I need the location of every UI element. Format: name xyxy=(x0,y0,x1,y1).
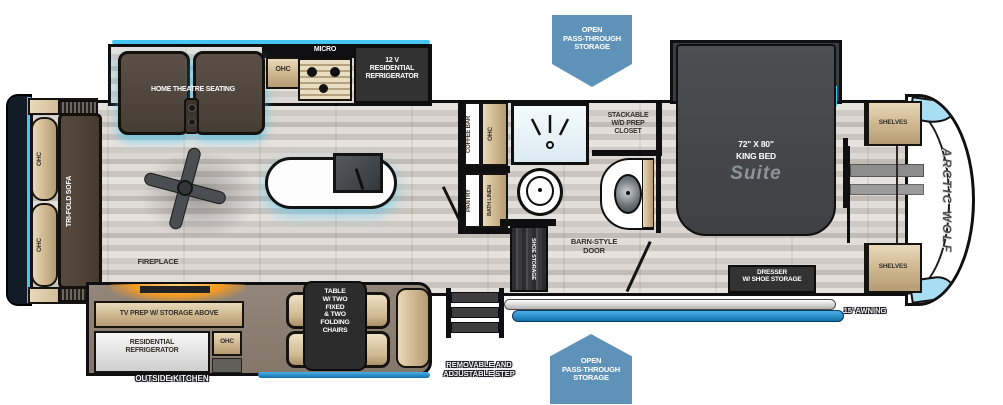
galley-wall-bottom xyxy=(458,228,510,234)
kitchen-ohc-label: OHC xyxy=(275,66,291,73)
counter-end xyxy=(396,288,430,368)
ceiling-fan-icon xyxy=(140,143,230,233)
sofa-ohc-top xyxy=(31,117,58,201)
shelves-top xyxy=(864,101,922,146)
awning-roll xyxy=(512,310,844,322)
micro-label: MICRO xyxy=(313,46,337,53)
stackable-wd-label: STACKABLE W/D PREP CLOSET xyxy=(607,112,649,136)
faucet-icon xyxy=(354,168,365,190)
tv-prep-cabinet xyxy=(94,301,244,328)
outside-kitchen-box xyxy=(212,358,242,373)
cupholder-icon xyxy=(188,118,196,126)
entry-steps xyxy=(446,288,504,338)
rear-accent-stripe xyxy=(27,97,31,303)
bed-closet-wall xyxy=(843,138,848,208)
coffee-bar xyxy=(464,102,481,166)
coffee-bar-label: COFFEE BAR xyxy=(466,115,472,153)
vanity-sink-icon xyxy=(614,174,642,214)
barn-door-label: BARN-STYLE DOOR xyxy=(570,237,618,255)
outside-ohc-label: OHC xyxy=(220,338,234,345)
toilet xyxy=(517,168,563,216)
dinette-table xyxy=(303,281,367,371)
bath-linen xyxy=(481,173,508,228)
theatre-seat-left xyxy=(118,51,190,135)
cupholder-icon xyxy=(188,104,196,112)
awning-label: 15' AWNING xyxy=(843,306,887,315)
outside-kitchen-label: OUTSIDE KITCHEN xyxy=(135,374,209,383)
slide-topper xyxy=(258,372,430,378)
burner-icon xyxy=(319,84,328,93)
theatre-console xyxy=(184,98,199,134)
burner-icon xyxy=(307,67,317,77)
kitchen-ohc xyxy=(266,57,300,89)
shower-spray-icon xyxy=(530,115,570,149)
shelves-bottom-label: SHELVES xyxy=(878,263,908,270)
shelves-bottom xyxy=(864,243,922,293)
galley-wall-mid xyxy=(458,166,510,173)
galley-ohc xyxy=(481,102,508,166)
bath-bed-wall-bottom xyxy=(656,153,661,233)
outside-ohc xyxy=(212,331,242,356)
pantry xyxy=(464,173,481,228)
residential-fridge xyxy=(94,331,210,373)
shoe-storage-steps xyxy=(510,226,548,292)
slide1-topper xyxy=(112,40,430,44)
shower xyxy=(511,103,589,165)
tv-prep-label: TV PREP W/ STORAGE ABOVE xyxy=(119,310,219,317)
king-bed-label: KING BED xyxy=(736,151,776,161)
dresser-label: DRESSER W/ SHOE STORAGE xyxy=(742,269,802,284)
pass-through-top-label: OPEN PASS-THROUGH STORAGE xyxy=(563,25,621,52)
sofa-ohc-bottom-label: OHC xyxy=(36,238,43,252)
bath-bed-wall-top xyxy=(656,103,662,153)
tri-fold-sofa xyxy=(58,113,102,289)
awning-rail xyxy=(504,299,836,310)
slide-kitchen-backwall xyxy=(262,45,354,58)
wardrobe xyxy=(847,146,924,243)
vanity xyxy=(600,158,654,230)
fireplace-unit xyxy=(140,286,210,293)
bath-linen-label: BATH LINEN xyxy=(487,185,493,217)
sofa-ohc-top-label: OHC xyxy=(36,152,43,166)
residential-fridge-label: RESIDENTIAL REFRIGERATOR xyxy=(125,339,179,355)
fireplace-label: FIREPLACE xyxy=(137,257,179,266)
tri-fold-sofa-label: TRI-FOLD SOFA xyxy=(66,175,73,227)
shelves-top-label: SHELVES xyxy=(878,119,908,126)
theatre-seat-right xyxy=(193,51,265,135)
galley-ohc-label: OHC xyxy=(487,127,494,141)
sofa-ohc-bottom xyxy=(31,203,58,287)
pass-through-bottom-label: OPEN PASS-THROUGH STORAGE xyxy=(562,356,620,383)
wd-closet-wall xyxy=(592,150,662,156)
bed-size-label: 72" X 80" xyxy=(738,139,774,149)
burner-icon xyxy=(330,67,340,77)
dinette-table-label: TABLE W/ TWO FIXED & TWO FOLDING CHAIRS xyxy=(320,288,350,335)
removable-step-label: REMOVABLE AND ADJUSTABLE STEP xyxy=(443,360,515,378)
dresser xyxy=(728,265,816,293)
stove xyxy=(298,58,352,101)
fridge-12v-label: 12 V RESIDENTIAL REFRIGERATOR xyxy=(365,57,419,81)
shoe-storage-label: SHOE STORAGE xyxy=(530,238,536,280)
fridge-12v xyxy=(354,46,430,103)
pantry-label: PANTRY xyxy=(466,189,472,213)
brand-logo: ARCTIC WOLF xyxy=(940,148,954,254)
home-theatre-label: HOME THEATRE SEATING xyxy=(150,86,236,93)
suite-logo: Suite xyxy=(730,163,782,184)
shoe-storage-wall xyxy=(500,219,556,226)
island-sink xyxy=(333,153,383,193)
king-bed xyxy=(676,44,836,236)
